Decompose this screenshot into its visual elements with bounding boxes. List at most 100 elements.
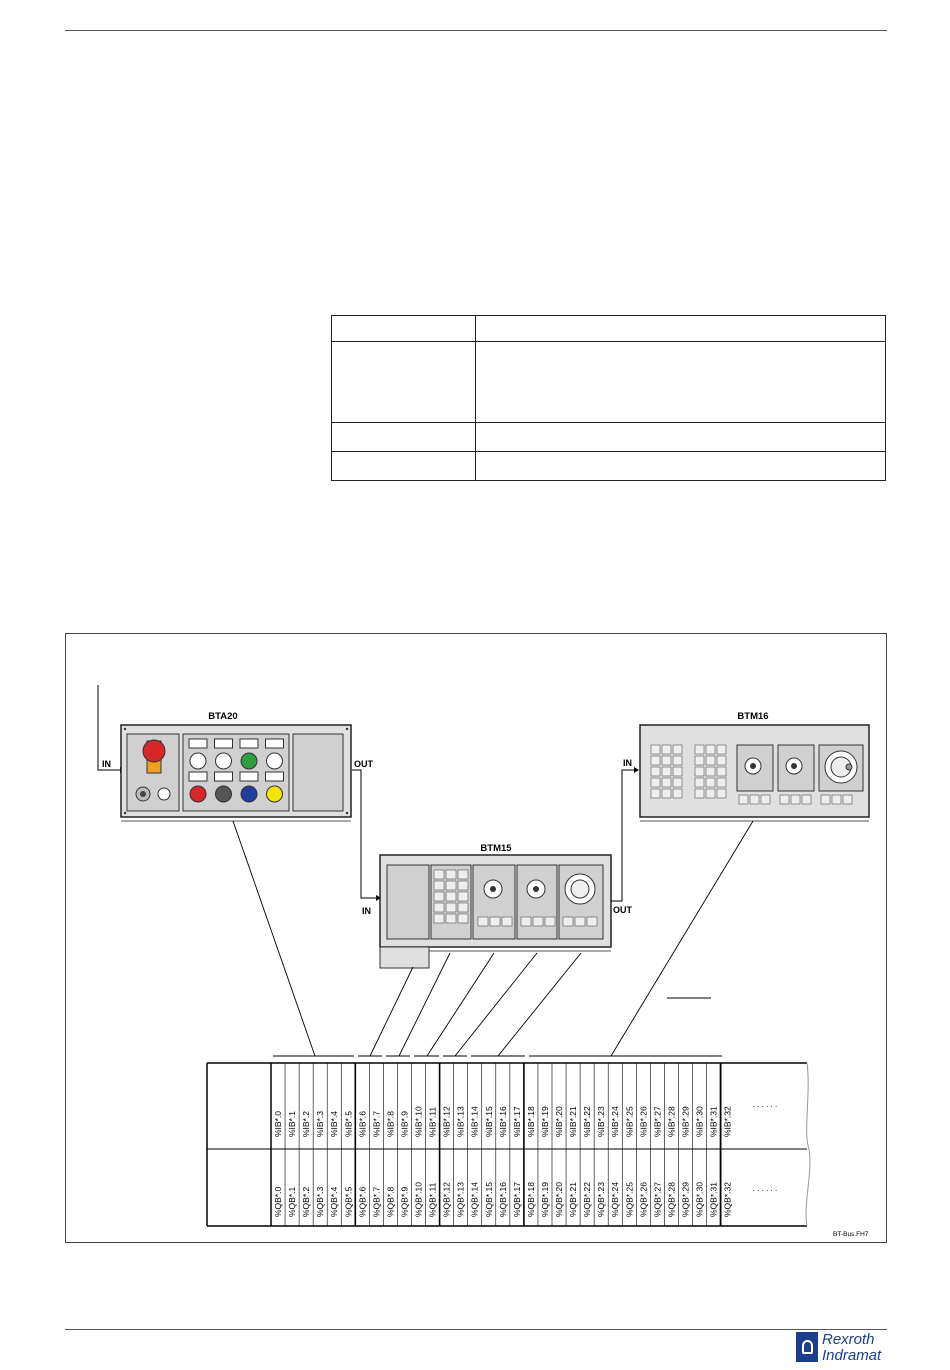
table-cell (331, 315, 476, 342)
input-address: %IB*.24 (610, 1106, 620, 1137)
btm15-connector (379, 946, 430, 969)
input-address: %IB*.2 (301, 1111, 311, 1137)
output-address: %QB*.23 (596, 1182, 606, 1217)
bta20-in-label: IN (102, 759, 111, 769)
key-icon (842, 794, 853, 805)
input-address: %IB*.5 (343, 1111, 353, 1137)
bus-diagram: IN BTA20 OUT IN BTM15 (97, 685, 870, 1238)
input-address: %IB*.16 (498, 1106, 508, 1137)
output-address: %QB*.31 (709, 1182, 719, 1217)
input-address: %IB*.31 (709, 1106, 719, 1137)
table-row (331, 341, 886, 423)
key-icon (801, 794, 812, 805)
input-address: %IB*.29 (680, 1106, 690, 1137)
input-address: %IB*.30 (695, 1106, 705, 1137)
key-icon (457, 880, 469, 891)
input-address: %IB*.25 (624, 1106, 634, 1137)
table-cell (475, 341, 886, 423)
input-address: %IB*.6 (357, 1111, 367, 1137)
key-icon (661, 744, 672, 755)
btm15-dial-area-1 (472, 864, 516, 940)
key-icon (457, 913, 469, 924)
input-address: %IB*.12 (442, 1106, 452, 1137)
key-icon (445, 880, 457, 891)
button-label-plate (239, 771, 259, 782)
key-icon (445, 891, 457, 902)
button-label-plate (188, 771, 208, 782)
table-cell (475, 315, 886, 342)
key-icon (477, 916, 489, 927)
key-icon (672, 777, 683, 788)
btm15-out-label: OUT (613, 905, 633, 915)
button-label-plate (188, 738, 208, 749)
input-address: %IB*.17 (512, 1106, 522, 1137)
table-row (331, 315, 886, 342)
key-icon (779, 794, 790, 805)
bta20-btm15-link (352, 769, 376, 899)
key-icon (445, 869, 457, 880)
rexroth-logo-icon (796, 1332, 818, 1362)
input-address: %IB*.13 (456, 1106, 466, 1137)
output-address: %QB*.5 (343, 1186, 353, 1217)
key-icon (544, 916, 556, 927)
key-icon (457, 902, 469, 913)
output-address: %QB*.21 (568, 1182, 578, 1217)
green-button-icon (240, 752, 258, 770)
input-address: %IB*.22 (582, 1106, 592, 1137)
red-button-icon (189, 785, 207, 803)
input-address: %IB*.4 (329, 1111, 339, 1137)
figure-id: BT-Bus.FH7 (833, 1231, 869, 1238)
btm16-title: BTM16 (737, 711, 768, 722)
key-icon (445, 913, 457, 924)
input-address: %IB*.3 (315, 1111, 325, 1137)
key-icon (501, 916, 513, 927)
white-button-icon (157, 787, 171, 801)
logo-line-2: Indramat (822, 1347, 882, 1364)
emergency-stop-icon (142, 739, 166, 763)
input-address: %IB*.21 (568, 1106, 578, 1137)
input-address: %IB*.11 (428, 1107, 438, 1137)
yellow-button-icon (266, 785, 283, 803)
output-address: %QB*.17 (512, 1182, 522, 1217)
output-address: %QB*.29 (680, 1182, 690, 1217)
output-address: %QB*.15 (484, 1182, 494, 1217)
btm15-in-label: IN (362, 906, 371, 916)
key-icon (672, 744, 683, 755)
key-icon (705, 744, 716, 755)
output-address: %QB*.27 (652, 1182, 662, 1217)
output-address: %QB*.0 (273, 1186, 283, 1217)
key-icon (433, 880, 445, 891)
key-switch-core (140, 791, 146, 797)
logo-line-1: Rexroth (822, 1331, 875, 1348)
key-icon (661, 755, 672, 766)
key-icon (586, 916, 598, 927)
selector-switch-icon (215, 785, 232, 803)
key-icon (650, 777, 661, 788)
input-address: %IB*.1 (287, 1111, 297, 1137)
output-address: %QB*.19 (540, 1182, 550, 1217)
output-address: %QB*.9 (399, 1186, 409, 1217)
rexroth-indramat-logo: Rexroth Indramat (796, 1331, 886, 1365)
key-icon (694, 744, 705, 755)
key-icon (705, 766, 716, 777)
white-button-icon (189, 752, 207, 770)
output-address: %QB*.7 (371, 1186, 381, 1217)
key-icon (661, 766, 672, 777)
output-address: %QB*.14 (470, 1182, 480, 1217)
output-address: %QB*.12 (442, 1182, 452, 1217)
key-icon (433, 869, 445, 880)
key-icon (661, 788, 672, 799)
bta20-panel (120, 724, 352, 822)
key-icon (672, 788, 683, 799)
output-address: %QB*.16 (498, 1182, 508, 1217)
btm16-in-label: IN (623, 758, 632, 768)
bus-in-line (97, 685, 120, 771)
btm15-dial-area-2 (516, 864, 558, 940)
input-address: %IB*.28 (666, 1106, 676, 1137)
input-address: %IB*.26 (638, 1106, 648, 1137)
output-address: %QB*.25 (624, 1182, 634, 1217)
btm15-btm16-link (611, 769, 634, 902)
key-icon (661, 777, 672, 788)
button-label-plate (265, 738, 284, 749)
output-address: %QB*.6 (357, 1186, 367, 1217)
